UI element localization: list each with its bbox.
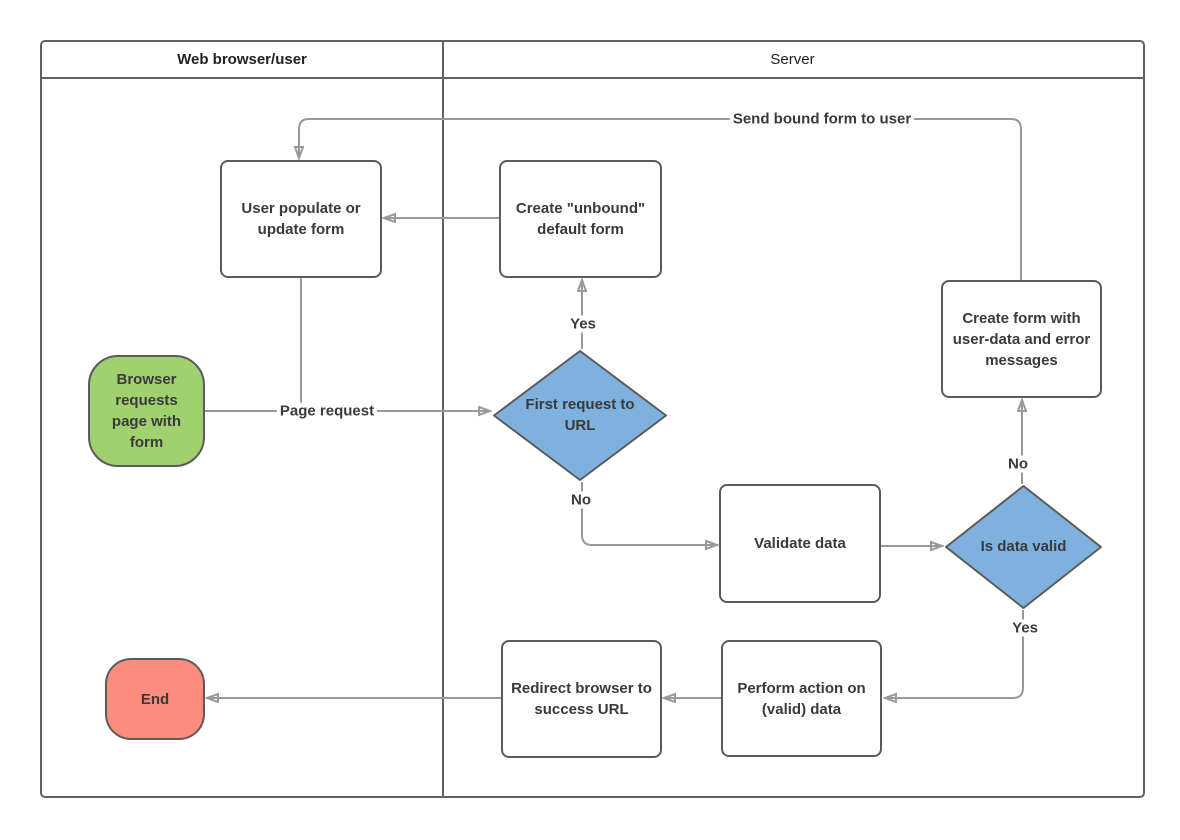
node-user-populate-form: User populate or update form [220, 160, 382, 278]
lane-header-separator [42, 77, 1143, 79]
node-perform-action: Perform action on (valid) data [721, 640, 882, 757]
lane-header-server: Server [442, 42, 1143, 77]
node-decision-is-data-valid: Is data valid [944, 484, 1103, 610]
edge-label-send-bound-form: Send bound form to user [729, 110, 915, 128]
node-end: End [105, 658, 205, 740]
node-redirect-label: Redirect browser to success URL [511, 680, 652, 718]
node-redirect-browser: Redirect browser to success URL [501, 640, 662, 758]
node-end-label: End [140, 690, 170, 708]
edge-label-first-request-no: No [568, 491, 594, 509]
node-start-label: Browser requests page with form [111, 371, 182, 451]
node-perform-action-label: Perform action on (valid) data [737, 679, 866, 718]
lane-header-web-browser: Web browser/user [42, 42, 442, 77]
lane-divider [442, 42, 444, 796]
diamond-shape-icon [945, 485, 1102, 609]
node-validate-label: Validate data [754, 535, 846, 552]
node-user-populate-label: User populate or update form [241, 200, 361, 238]
node-create-bound-label: Create form with user-data and error mes… [952, 309, 1091, 369]
node-first-request-label: First request to URL [525, 396, 635, 434]
node-create-unbound-form: Create "unbound" default form [499, 160, 662, 278]
edge-label-first-request-yes: Yes [567, 315, 599, 333]
edge-label-is-valid-yes: Yes [1009, 619, 1041, 637]
node-create-unbound-label: Create "unbound" default form [515, 200, 646, 238]
lane-title-server: Server [770, 51, 815, 68]
node-create-bound-form: Create form with user-data and error mes… [941, 280, 1102, 398]
edge-label-page-request: Page request [276, 402, 378, 420]
node-start-browser-requests: Browser requests page with form [88, 355, 205, 467]
node-validate-data: Validate data [719, 484, 881, 603]
diamond-shape-icon [493, 350, 667, 481]
edge-label-is-valid-no: No [1005, 455, 1031, 473]
node-is-data-valid-label: Is data valid [980, 537, 1067, 555]
node-decision-first-request: First request to URL [492, 349, 668, 482]
lane-title-web-browser: Web browser/user [177, 51, 307, 68]
